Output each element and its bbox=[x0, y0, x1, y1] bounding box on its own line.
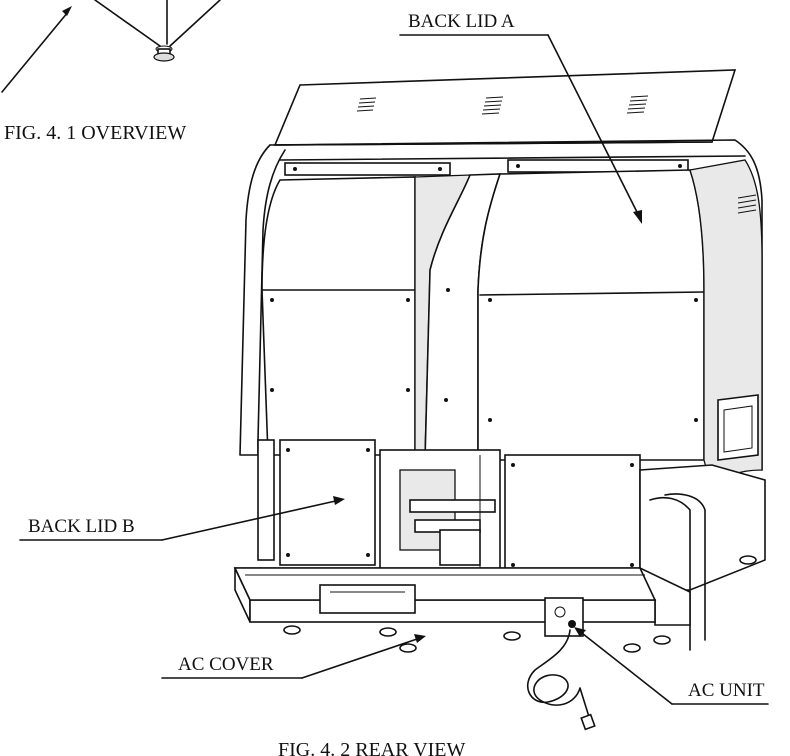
label-back-lid-a: BACK LID A bbox=[408, 11, 515, 32]
overview-caption: FIG. 4. 1 OVERVIEW bbox=[4, 122, 186, 144]
overview-fragment bbox=[1, 0, 221, 93]
machine-base bbox=[233, 555, 757, 653]
label-back-lid-b: BACK LID B bbox=[28, 516, 135, 537]
cabinet-frame bbox=[239, 139, 763, 492]
power-cord bbox=[526, 629, 591, 721]
top-hood bbox=[273, 69, 737, 146]
plug-icon bbox=[580, 713, 596, 731]
label-ac-cover: AC COVER bbox=[178, 654, 274, 675]
rear-view-caption: FIG. 4. 2 REAR VIEW bbox=[278, 739, 466, 756]
callouts bbox=[19, 34, 769, 705]
label-ac-unit: AC UNIT bbox=[688, 680, 765, 701]
